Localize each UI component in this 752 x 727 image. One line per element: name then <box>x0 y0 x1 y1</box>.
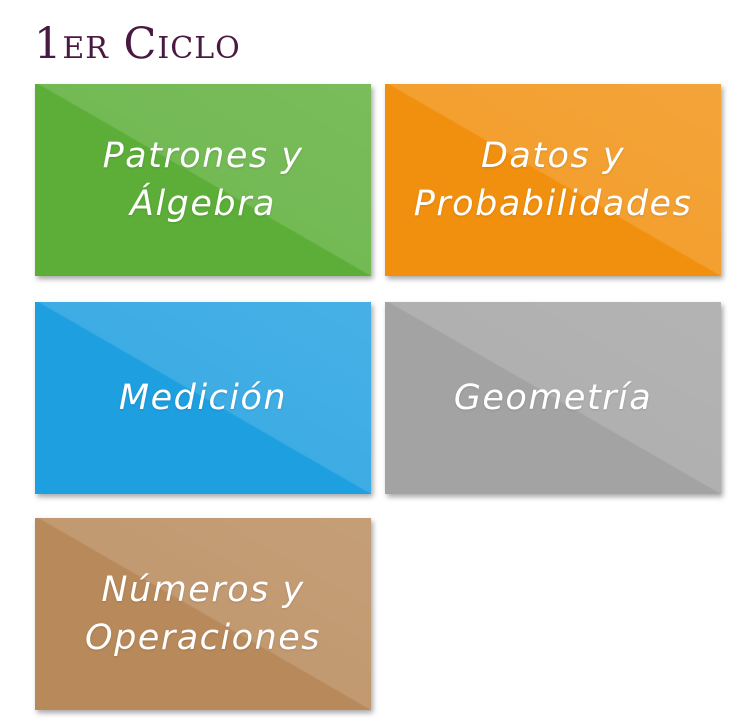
tile-datos-probabilidades[interactable]: Datos y Probabilidades <box>385 84 721 276</box>
tile-label: Datos y Probabilidades <box>413 136 693 224</box>
tile-label: Geometría <box>453 378 653 418</box>
tile-label: Medición <box>118 378 288 418</box>
tile-patrones-algebra[interactable]: Patrones y Álgebra <box>35 84 371 276</box>
page-title: 1er Ciclo <box>34 19 241 69</box>
tile-label: Patrones y Álgebra <box>102 136 304 224</box>
tile-numeros-operaciones[interactable]: Números y Operaciones <box>35 518 371 710</box>
tile-medicion[interactable]: Medición <box>35 302 371 494</box>
tile-label: Números y Operaciones <box>85 570 321 658</box>
tile-geometria[interactable]: Geometría <box>385 302 721 494</box>
